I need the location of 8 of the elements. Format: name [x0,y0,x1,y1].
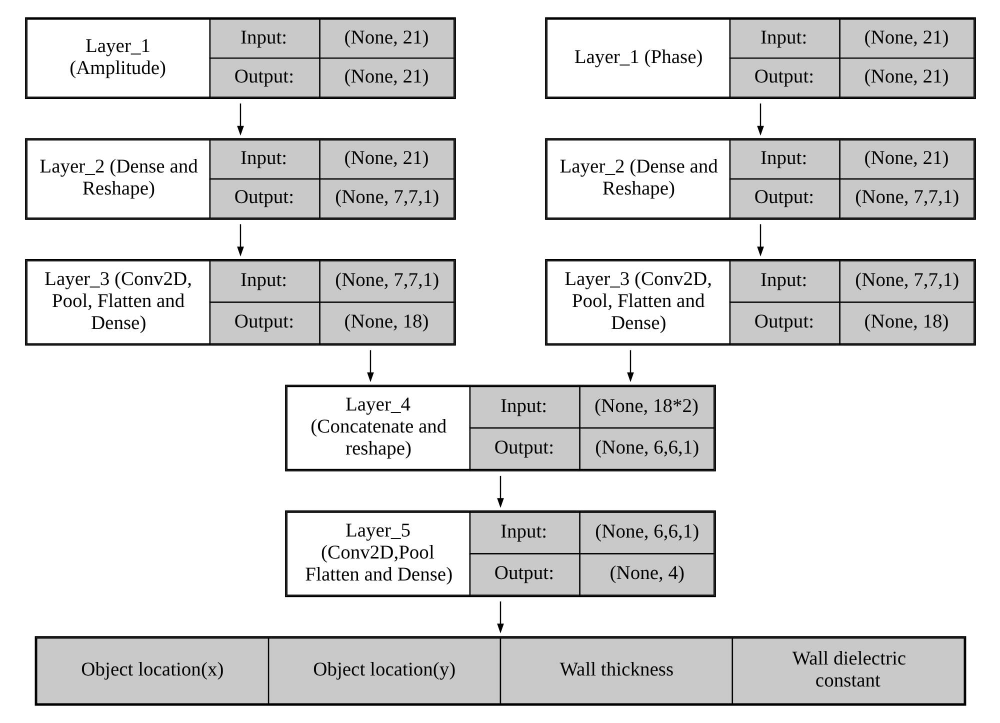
arrow [756,104,764,136]
arrow [496,601,504,634]
arrow [236,104,244,136]
arrow [756,224,764,256]
arrow [366,350,374,382]
arrow [626,350,634,382]
arrow [496,476,504,508]
arrow [236,224,244,256]
